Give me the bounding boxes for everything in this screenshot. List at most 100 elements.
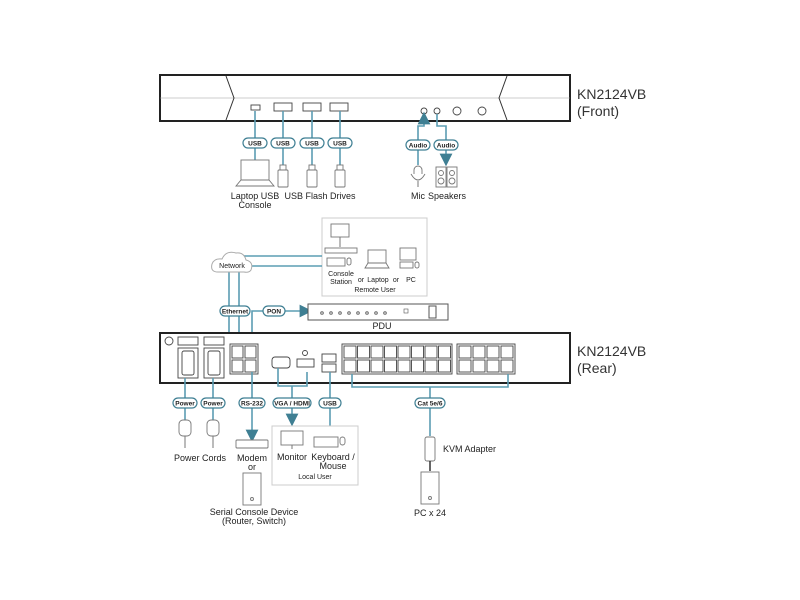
usb-badge-rear: USB <box>318 397 342 409</box>
svg-text:Audio: Audio <box>409 143 427 150</box>
front-chassis <box>159 74 571 122</box>
monitor-icon <box>280 430 304 446</box>
power-cord-icon <box>178 419 192 448</box>
kvm-port <box>438 359 451 373</box>
serial-console-device-label-2: (Router, Switch) <box>222 516 286 526</box>
speaker-jack <box>433 107 441 115</box>
network-label: Network <box>219 263 245 270</box>
kvm-port <box>458 359 472 373</box>
cat5e6-badge: Cat 5e/6 <box>414 397 446 409</box>
audio-badge-speakers: Audio <box>433 139 459 151</box>
modem-icon <box>235 439 269 449</box>
kvm-port <box>438 345 451 359</box>
remote-user-label: Remote User <box>354 287 396 294</box>
speakers-label: Speakers <box>428 191 467 201</box>
usb-port-2 <box>302 102 322 112</box>
pon-badge: PON <box>262 305 286 317</box>
console-station-label-2: Station <box>330 279 352 286</box>
console-station-label: Console <box>328 271 354 278</box>
pdu-outlet <box>356 311 360 315</box>
usb-flash-drive-icon <box>334 164 346 188</box>
pc-label: PC <box>406 277 416 284</box>
kvm-port <box>472 359 486 373</box>
mini-usb-port <box>250 104 261 111</box>
kvm-port <box>357 345 370 359</box>
front-side-label: (Front) <box>577 103 619 119</box>
usb-badge-flash-1: USB <box>270 137 296 149</box>
svg-text:USB: USB <box>323 401 337 408</box>
power-switch-2 <box>203 336 225 346</box>
local-user-label: Local User <box>298 474 332 481</box>
rear-usb-port-1 <box>321 353 337 363</box>
kvm-port <box>486 359 500 373</box>
network-cloud-icon: Network <box>211 251 253 273</box>
kvm-port <box>357 359 370 373</box>
svg-text:USB: USB <box>305 141 319 148</box>
kvm-port <box>472 345 486 359</box>
usb-badge-flash-2: USB <box>299 137 325 149</box>
keyboard-mouse-label: Keyboard / <box>311 452 355 462</box>
keyboard-mouse-label-2: Mouse <box>319 461 346 471</box>
pdu-outlet <box>383 311 387 315</box>
pdu-outlet <box>320 311 324 315</box>
kvm-port <box>424 359 438 373</box>
monitor-label: Monitor <box>277 452 307 462</box>
speakers-icon <box>435 166 458 188</box>
kvm-port <box>458 345 472 359</box>
pdu-outlet <box>374 311 378 315</box>
rear-usb-port-2 <box>321 363 337 373</box>
usb-flash-drives-label: USB Flash Drives <box>284 191 356 201</box>
ground-screw <box>164 336 174 346</box>
keyboard-icon <box>313 436 339 448</box>
mic-label: Mic <box>411 191 425 201</box>
svg-text:Power: Power <box>203 401 223 408</box>
kvm-port <box>500 345 514 359</box>
svg-text:Audio: Audio <box>437 143 455 150</box>
usb-port-3 <box>329 102 349 112</box>
kvm-port <box>397 345 411 359</box>
pc-x24-label: PC x 24 <box>414 508 446 518</box>
serial-console-device-icon <box>242 472 262 506</box>
modem-label: Modem <box>237 453 267 463</box>
svg-text:USB: USB <box>276 141 290 148</box>
pdu-outlet <box>329 311 333 315</box>
front-model-label: KN2124VB <box>577 86 646 102</box>
power-cords-label: Power Cords <box>174 453 227 463</box>
usb-flash-drive-icon <box>306 164 318 188</box>
laptop-icon <box>235 159 275 187</box>
remote-user-panel: Console Station or Laptop or PC Remote U… <box>321 217 428 297</box>
kvm-port <box>397 359 411 373</box>
pdu-device <box>307 303 449 321</box>
or-label: or <box>248 462 256 472</box>
kvm-port <box>411 359 424 373</box>
usb-port-1 <box>273 102 293 112</box>
svg-text:Cat 5e/6: Cat 5e/6 <box>418 401 443 408</box>
rs232-badge: RS-232 <box>238 397 266 409</box>
kvm-port <box>384 345 397 359</box>
usb-flash-drive-icon <box>277 164 289 188</box>
svg-text:PON: PON <box>267 309 281 316</box>
power-badge-1: Power <box>172 397 198 409</box>
vga-port <box>271 356 291 369</box>
pdu-outlet <box>338 311 342 315</box>
kvm-port <box>370 345 384 359</box>
svg-text:VGA / HDMI: VGA / HDMI <box>274 401 310 408</box>
kvm-port <box>370 359 384 373</box>
mouse-icon <box>339 436 346 446</box>
svg-text:RS-232: RS-232 <box>241 401 263 408</box>
kvm-adapter-icon <box>424 436 436 471</box>
kvm-port <box>411 345 424 359</box>
kvm-port <box>343 359 357 373</box>
audio-badge-mic: Audio <box>405 139 431 151</box>
kvm-port <box>486 345 500 359</box>
kvm-port <box>500 359 514 373</box>
serial-console-device-label: Serial Console Device <box>210 507 299 517</box>
front-button-2 <box>477 106 487 116</box>
ethernet-badge: Ethernet <box>219 305 251 317</box>
front-button-1 <box>452 106 462 116</box>
or-label: or <box>393 277 400 284</box>
kvm-port <box>384 359 397 373</box>
laptop-label: Laptop <box>367 277 389 284</box>
pdu-outlet <box>365 311 369 315</box>
